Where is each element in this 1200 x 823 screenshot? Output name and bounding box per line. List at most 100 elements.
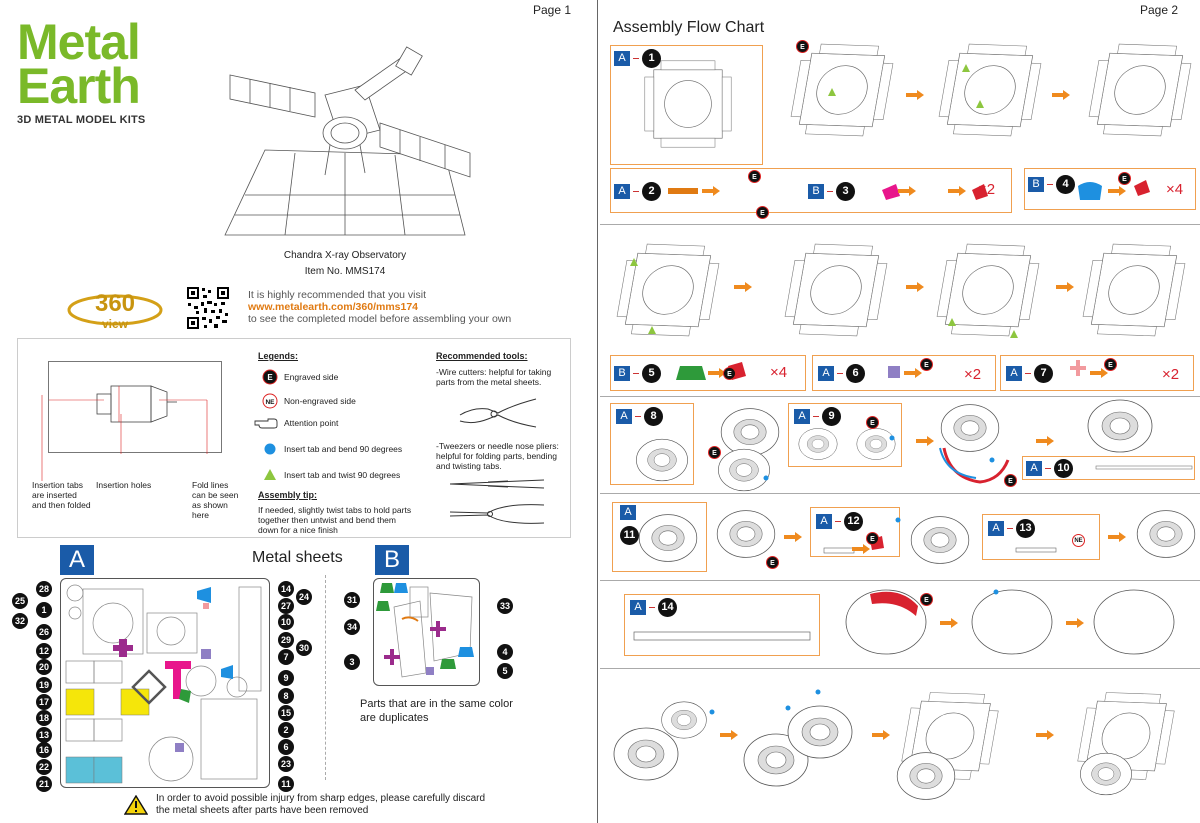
part-number-callout: 26 bbox=[36, 624, 52, 640]
step-5-box bbox=[610, 355, 806, 391]
non-engraved-ne-icon: NE bbox=[262, 393, 278, 409]
step-13-label: A 13 bbox=[988, 519, 1035, 538]
step-11-box bbox=[612, 502, 707, 572]
part-number-callout: 13 bbox=[36, 727, 52, 743]
step-sheet-letter: A bbox=[616, 409, 632, 424]
step-5-multiplier: ×4 bbox=[770, 364, 788, 381]
product-caption: Chandra X-ray Observatory Item No. MMS17… bbox=[250, 248, 440, 280]
page-1: Page 1 Metal Earth 3D METAL MODEL KITS C… bbox=[0, 0, 598, 823]
item-number: Item No. MMS174 bbox=[304, 266, 386, 277]
part-number-callout: 28 bbox=[36, 581, 52, 597]
sheet-a-badge: A bbox=[60, 545, 94, 575]
legend-engraved: E Engraved side bbox=[262, 369, 338, 385]
part-number-callout: 19 bbox=[36, 677, 52, 693]
step-10-box bbox=[1022, 456, 1195, 480]
part-number-callout: 20 bbox=[36, 659, 52, 675]
step-9-box bbox=[788, 403, 902, 467]
step-3-label: B 3 bbox=[808, 182, 855, 201]
step-14-label: A 14 bbox=[630, 598, 677, 617]
step-10-label: A 10 bbox=[1026, 459, 1073, 478]
sheet-a-outline bbox=[60, 578, 270, 788]
step-2-3-box bbox=[610, 168, 1012, 213]
wire-cutters-icon bbox=[459, 398, 537, 428]
product-name: Chandra X-ray Observatory bbox=[283, 250, 407, 261]
part-number-callout: 15 bbox=[278, 705, 294, 721]
part-number-callout: 11 bbox=[278, 776, 294, 792]
part-number-callout: 22 bbox=[36, 759, 52, 775]
step-number: 1 bbox=[642, 49, 661, 68]
legend-bend-label: Insert tab and bend 90 degrees bbox=[284, 444, 403, 454]
logo-word-earth: Earth bbox=[17, 58, 141, 114]
step-sheet-letter: A bbox=[614, 51, 630, 66]
warning-notice: In order to avoid possible injury from s… bbox=[124, 793, 496, 817]
engraved-e-icon: E bbox=[1004, 474, 1017, 487]
assembly-illustrations bbox=[613, 43, 1196, 800]
legend-attention-label: Attention point bbox=[284, 418, 339, 428]
step-5-label: B 5 bbox=[614, 364, 661, 383]
step-7-label: A 7 bbox=[1006, 364, 1053, 383]
legend-box: Insertion tabs are inserted and then fol… bbox=[17, 338, 571, 538]
step-sheet-letter: A bbox=[794, 409, 810, 424]
engraved-e-icon: E bbox=[766, 556, 779, 569]
part-number-callout: 2 bbox=[278, 722, 294, 738]
step-number: 13 bbox=[1016, 519, 1035, 538]
step-number: 6 bbox=[846, 364, 865, 383]
recommend-line-3: to see the completed model before assemb… bbox=[248, 313, 512, 325]
metal-earth-logo: Metal Earth 3D METAL MODEL KITS bbox=[17, 17, 167, 126]
qr-code-icon[interactable] bbox=[186, 286, 230, 330]
metal-sheets-title: Metal sheets bbox=[252, 549, 343, 566]
step-sheet-letter: B bbox=[614, 366, 630, 381]
legend-bend: Insert tab and bend 90 degrees bbox=[262, 441, 402, 457]
step-sheet-letter: B bbox=[1028, 177, 1044, 192]
part-number-callout: 14 bbox=[278, 581, 294, 597]
step-4-box bbox=[1024, 168, 1196, 210]
tweezers-icon bbox=[449, 479, 545, 489]
step-12-box bbox=[810, 507, 900, 557]
part-number-callout: 32 bbox=[12, 613, 28, 629]
step-2-label: A 2 bbox=[614, 182, 661, 201]
part-number-callout: 31 bbox=[344, 592, 360, 608]
step-6-multiplier: ×2 bbox=[964, 366, 982, 383]
legend-twist-label: Insert tab and twist 90 degrees bbox=[284, 470, 401, 480]
part-number-callout: 6 bbox=[278, 739, 294, 755]
page-2: Page 2 Assembly Flow Chart A 1 A 2 B 3 ×… bbox=[600, 0, 1200, 823]
caption-insertion-holes: Insertion holes bbox=[96, 480, 152, 490]
step-1-box bbox=[610, 45, 763, 165]
step-number: 9 bbox=[822, 407, 841, 426]
step-sheet-letter: A bbox=[816, 514, 832, 529]
step-8-label: A 8 bbox=[616, 407, 663, 426]
part-number-callout: 5 bbox=[497, 663, 513, 679]
sheet-divider bbox=[325, 575, 326, 780]
step-sheet-letter: A bbox=[818, 366, 834, 381]
row-separator bbox=[600, 580, 1200, 581]
non-engraved-ne-icon: NE bbox=[1072, 534, 1085, 547]
step-number: 12 bbox=[844, 512, 863, 531]
part-number-callout: 12 bbox=[36, 643, 52, 659]
sheet-b-outline bbox=[373, 578, 480, 686]
green-triangle-icon bbox=[262, 467, 278, 483]
engraved-e-icon: E bbox=[262, 369, 278, 385]
step-sheet-letter: A bbox=[630, 600, 646, 615]
diagram-pointer-lines bbox=[41, 395, 43, 481]
engraved-e-icon: E bbox=[1104, 358, 1117, 371]
engraved-e-icon: E bbox=[920, 593, 933, 606]
part-number-callout: 27 bbox=[278, 598, 294, 614]
part-number-callout: 9 bbox=[278, 670, 294, 686]
recommend-url-link[interactable]: www.metalearth.com/360/mms174 bbox=[248, 301, 419, 313]
step-14-box bbox=[624, 594, 820, 656]
engraved-e-icon: E bbox=[920, 358, 933, 371]
flow-chart-title: Assembly Flow Chart bbox=[613, 19, 765, 36]
part-number-callout: 10 bbox=[278, 614, 294, 630]
360-view-icon: 360 view bbox=[67, 290, 163, 331]
part-number-callout: 21 bbox=[36, 776, 52, 792]
part-number-callout: 34 bbox=[344, 619, 360, 635]
step-number: 11 bbox=[620, 526, 639, 545]
sheet-b-parts-illustration bbox=[376, 583, 474, 678]
caption-insertion-tabs: Insertion tabs are inserted and then fol… bbox=[32, 480, 91, 510]
step-8-box bbox=[610, 403, 694, 485]
needle-nose-pliers-icon bbox=[449, 504, 545, 524]
step-number: 8 bbox=[644, 407, 663, 426]
step-7-box bbox=[1000, 355, 1194, 391]
svg-text:NE: NE bbox=[265, 399, 275, 406]
legend-non-engraved: NE Non-engraved side bbox=[262, 393, 356, 409]
